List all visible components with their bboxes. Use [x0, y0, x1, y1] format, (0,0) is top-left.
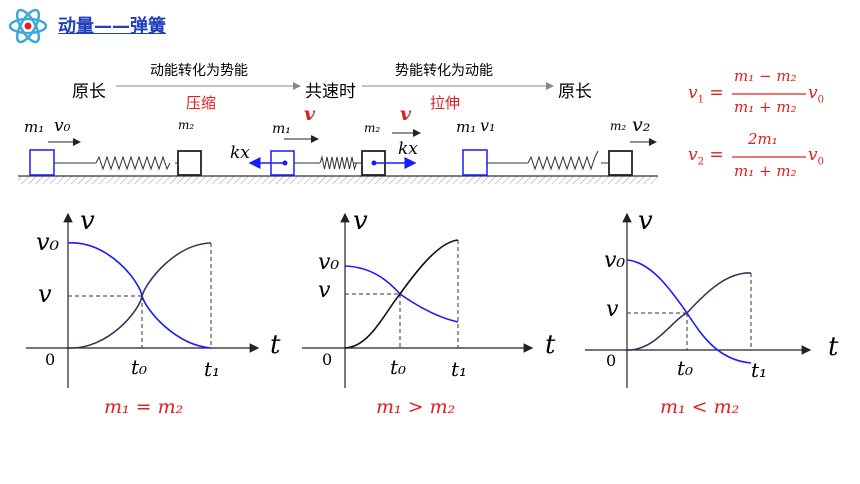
spring-c [527, 150, 599, 171]
graph1-t1-label: t₁ [204, 357, 221, 381]
graph2-y-label: v [353, 206, 368, 236]
atom-icon [6, 6, 50, 50]
graph2-v-label: v [318, 278, 331, 303]
label-v-b: v [400, 103, 412, 125]
graph3-v-label: v [606, 297, 619, 322]
block-m1-a [29, 149, 55, 176]
label-kx-right: kx [398, 139, 418, 159]
label-m2-b: m₂ [364, 121, 381, 135]
stage-original-1: 原长 [72, 82, 106, 102]
graph3-t0-label: t₀ [677, 356, 694, 380]
state-compressed: 压缩 [186, 94, 217, 112]
formula-v1-tail: v0 [808, 83, 824, 106]
spring-a [95, 155, 171, 171]
graph1-x-label: t [270, 330, 281, 360]
formula-v1-lhs: v1 = [688, 83, 724, 106]
graph1-curve-m2 [67, 242, 212, 349]
label-m1-a: m₁ [24, 118, 45, 136]
stage-common-speed: 共速时 [305, 82, 356, 102]
graph3-y-label: v [638, 206, 653, 236]
graph2-caption: m₁ > m₂ [376, 396, 456, 418]
graph3-t1-label: t₁ [751, 358, 768, 382]
block-m2-c [608, 150, 633, 176]
graph1-caption: m₁ = m₂ [104, 396, 184, 418]
graph2-x-label: t [545, 330, 556, 360]
graph2-v0-label: v₀ [318, 250, 340, 275]
graph1-v-label: v [38, 280, 52, 308]
page-title: 动量——弹簧 [58, 16, 166, 37]
graph3-caption: m₁ < m₂ [660, 396, 740, 418]
label-m1-b: m₁ [272, 121, 291, 137]
graph2-origin: 0 [322, 350, 333, 369]
label-m2-a: m₂ [178, 118, 195, 132]
label-m2-c: m₂ [610, 119, 627, 133]
graph1-v0-label: v₀ [36, 228, 60, 256]
graph3-v0-label: v₀ [604, 248, 626, 273]
formula-v2-lhs: v2 = [688, 145, 724, 168]
formula-v2-tail: v0 [808, 145, 824, 168]
block-m2-a [177, 150, 202, 176]
graph3-curve-m2 [626, 272, 752, 351]
graph1-t0-label: t₀ [131, 355, 148, 379]
arrow2-label: 势能转化为动能 [395, 63, 493, 79]
label-v1: v₁ [480, 116, 496, 135]
formula-v1-numerator: m₁ − m₂ [734, 67, 797, 85]
graph1-origin: 0 [45, 350, 56, 369]
formula-v2-denominator: m₁ + m₂ [734, 162, 797, 180]
arrow1-label: 动能转化为势能 [150, 63, 248, 79]
ground-hatch [18, 176, 658, 184]
graph2-t0-label: t₀ [390, 355, 407, 379]
graph3-x-label: t [828, 332, 839, 362]
graph2-curve-m2 [344, 239, 459, 349]
spring-b [319, 155, 357, 171]
formula-v1-denominator: m₁ + m₂ [734, 98, 797, 116]
graph1-y-label: v [80, 206, 95, 236]
stage-original-2: 原长 [558, 82, 592, 102]
label-kx-left: kx [230, 143, 250, 163]
graph2-t1-label: t₁ [451, 357, 468, 381]
block-m1-c [462, 149, 488, 176]
label-v0: v₀ [54, 116, 71, 136]
state-stretched: 拉伸 [430, 94, 461, 112]
formula-v2-numerator: 2m₁ [748, 130, 778, 148]
graph3-origin: 0 [606, 351, 617, 370]
graph1-curve-m1 [67, 242, 212, 349]
label-m1-c: m₁ [456, 118, 477, 136]
label-v-a: v [304, 103, 316, 125]
label-v2: v₂ [632, 114, 651, 136]
